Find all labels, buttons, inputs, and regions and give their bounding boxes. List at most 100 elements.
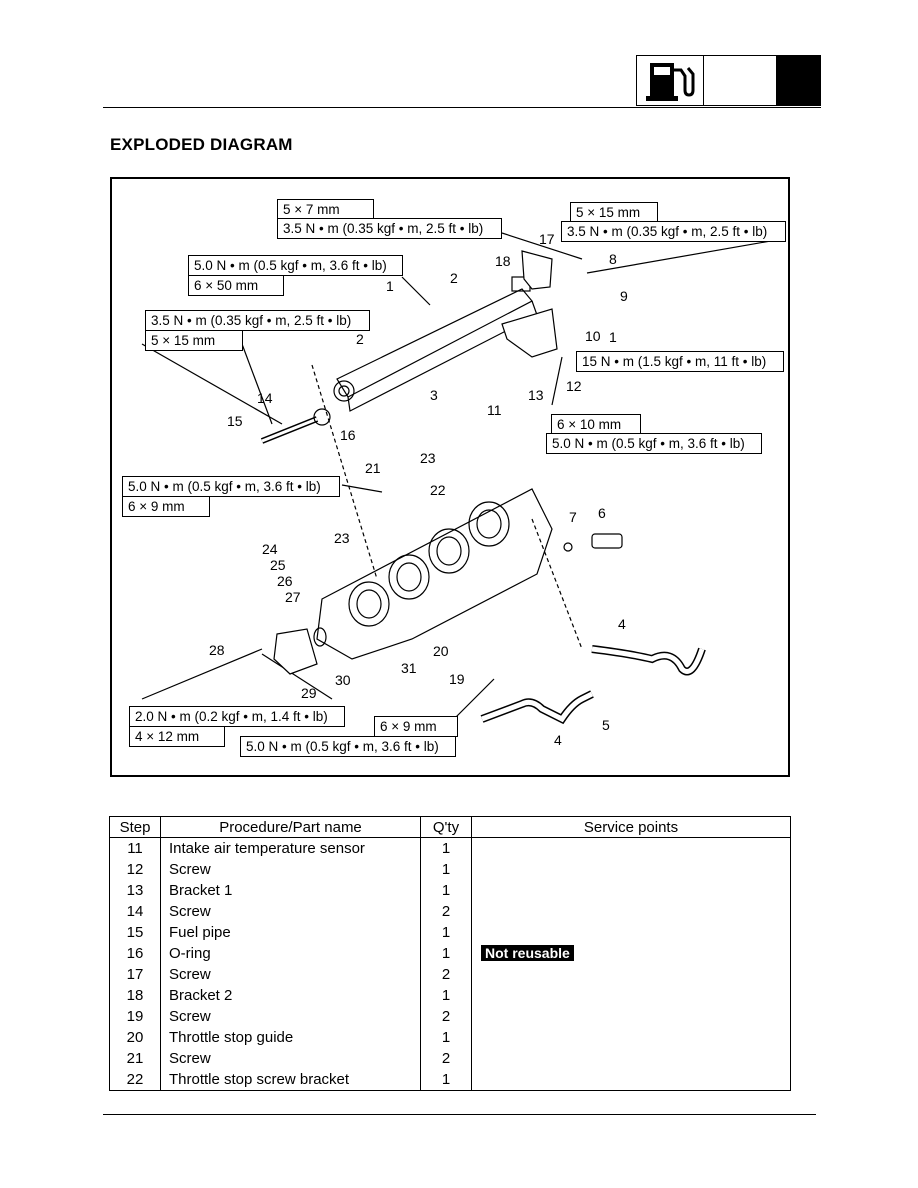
spec-label: 5.0 N • m (0.5 kgf • m, 3.6 ft • lb) — [240, 736, 456, 757]
part-name-cell: Throttle stop guide — [160, 1027, 421, 1048]
service-cell — [471, 901, 791, 922]
callout: 21 — [365, 460, 381, 476]
diagram-artwork — [141, 232, 783, 725]
spec-label: 15 N • m (1.5 kgf • m, 11 ft • lb) — [576, 351, 784, 372]
service-cell — [471, 837, 791, 859]
qty-cell: 2 — [420, 1006, 472, 1027]
callout: 18 — [495, 253, 511, 269]
step-cell: 22 — [109, 1069, 161, 1091]
header-step: Step — [109, 816, 161, 838]
callout: 30 — [335, 672, 351, 688]
qty-cell: 1 — [420, 922, 472, 943]
callout: 28 — [209, 642, 225, 658]
service-cell — [471, 859, 791, 880]
callout: 2 — [356, 331, 364, 347]
service-cell — [471, 1027, 791, 1048]
part-name-cell: Bracket 2 — [160, 985, 421, 1006]
service-cell: Not reusable — [471, 943, 791, 964]
spec-label: 5.0 N • m (0.5 kgf • m, 3.6 ft • lb) — [546, 433, 762, 454]
page-title: EXPLODED DIAGRAM — [110, 135, 293, 154]
callout: 23 — [334, 530, 350, 546]
spec-label: 5.0 N • m (0.5 kgf • m, 3.6 ft • lb) — [122, 476, 340, 497]
callout: 25 — [270, 557, 286, 573]
part-name-cell: Screw — [160, 1006, 421, 1027]
qty-cell: 2 — [420, 1048, 472, 1069]
service-cell — [471, 1048, 791, 1069]
service-cell — [471, 1006, 791, 1027]
spec-label: 4 × 12 mm — [129, 726, 225, 747]
callout: 20 — [433, 643, 449, 659]
step-cell: 17 — [109, 964, 161, 985]
callout: 6 — [598, 505, 606, 521]
spec-label: 5 × 7 mm — [277, 199, 374, 220]
exploded-diagram: 5 × 7 mm 3.5 N • m (0.35 kgf • m, 2.5 ft… — [110, 177, 790, 777]
step-cell: 11 — [109, 837, 161, 859]
service-cell — [471, 880, 791, 901]
service-cell — [471, 922, 791, 943]
spec-label: 6 × 50 mm — [188, 275, 284, 296]
header-rule — [103, 107, 821, 108]
part-name-cell: Screw — [160, 964, 421, 985]
footer-rule — [103, 1114, 816, 1115]
spec-label: 6 × 9 mm — [374, 716, 458, 737]
header-qty: Q'ty — [420, 816, 472, 838]
qty-cell: 2 — [420, 901, 472, 922]
callout: 24 — [262, 541, 278, 557]
qty-cell: 1 — [420, 1069, 472, 1091]
callout: 5 — [602, 717, 610, 733]
callout: 13 — [528, 387, 544, 403]
part-name-cell: Screw — [160, 901, 421, 922]
qty-cell: 1 — [420, 985, 472, 1006]
step-cell: 12 — [109, 859, 161, 880]
part-name-cell: O-ring — [160, 943, 421, 964]
section-tab-black — [776, 55, 821, 106]
parts-table: Step Procedure/Part name Q'ty Service po… — [109, 816, 791, 1091]
callout: 26 — [277, 573, 293, 589]
spec-label: 2.0 N • m (0.2 kgf • m, 1.4 ft • lb) — [129, 706, 345, 727]
callout: 16 — [340, 427, 356, 443]
fuel-pump-icon-box — [636, 55, 704, 106]
spec-label: 5 × 15 mm — [570, 202, 658, 223]
spec-label: 6 × 10 mm — [551, 414, 641, 435]
step-cell: 18 — [109, 985, 161, 1006]
callout: 10 — [585, 328, 601, 344]
callout: 4 — [618, 616, 626, 632]
callout: 3 — [430, 387, 438, 403]
callout: 14 — [257, 390, 273, 406]
spec-label: 6 × 9 mm — [122, 496, 210, 517]
callout: 2 — [450, 270, 458, 286]
section-icon-blank — [703, 55, 777, 106]
fuel-pump-icon — [646, 63, 695, 101]
callout: 12 — [566, 378, 582, 394]
qty-cell: 1 — [420, 943, 472, 964]
callout: 11 — [487, 402, 502, 418]
step-cell: 20 — [109, 1027, 161, 1048]
callout: 15 — [227, 413, 243, 429]
service-cell — [471, 1069, 791, 1091]
part-name-cell: Fuel pipe — [160, 922, 421, 943]
callout: 27 — [285, 589, 301, 605]
spec-label: 3.5 N • m (0.35 kgf • m, 2.5 ft • lb) — [145, 310, 370, 331]
header-service-points: Service points — [471, 816, 791, 838]
callout: 19 — [449, 671, 465, 687]
service-cell — [471, 964, 791, 985]
callout: 9 — [620, 288, 628, 304]
callout: 4 — [554, 732, 562, 748]
callout: 1 — [386, 278, 394, 294]
callout: 17 — [539, 231, 555, 247]
qty-cell: 1 — [420, 837, 472, 859]
callout: 23 — [420, 450, 436, 466]
section-icon-boxes — [636, 55, 821, 108]
step-cell: 15 — [109, 922, 161, 943]
